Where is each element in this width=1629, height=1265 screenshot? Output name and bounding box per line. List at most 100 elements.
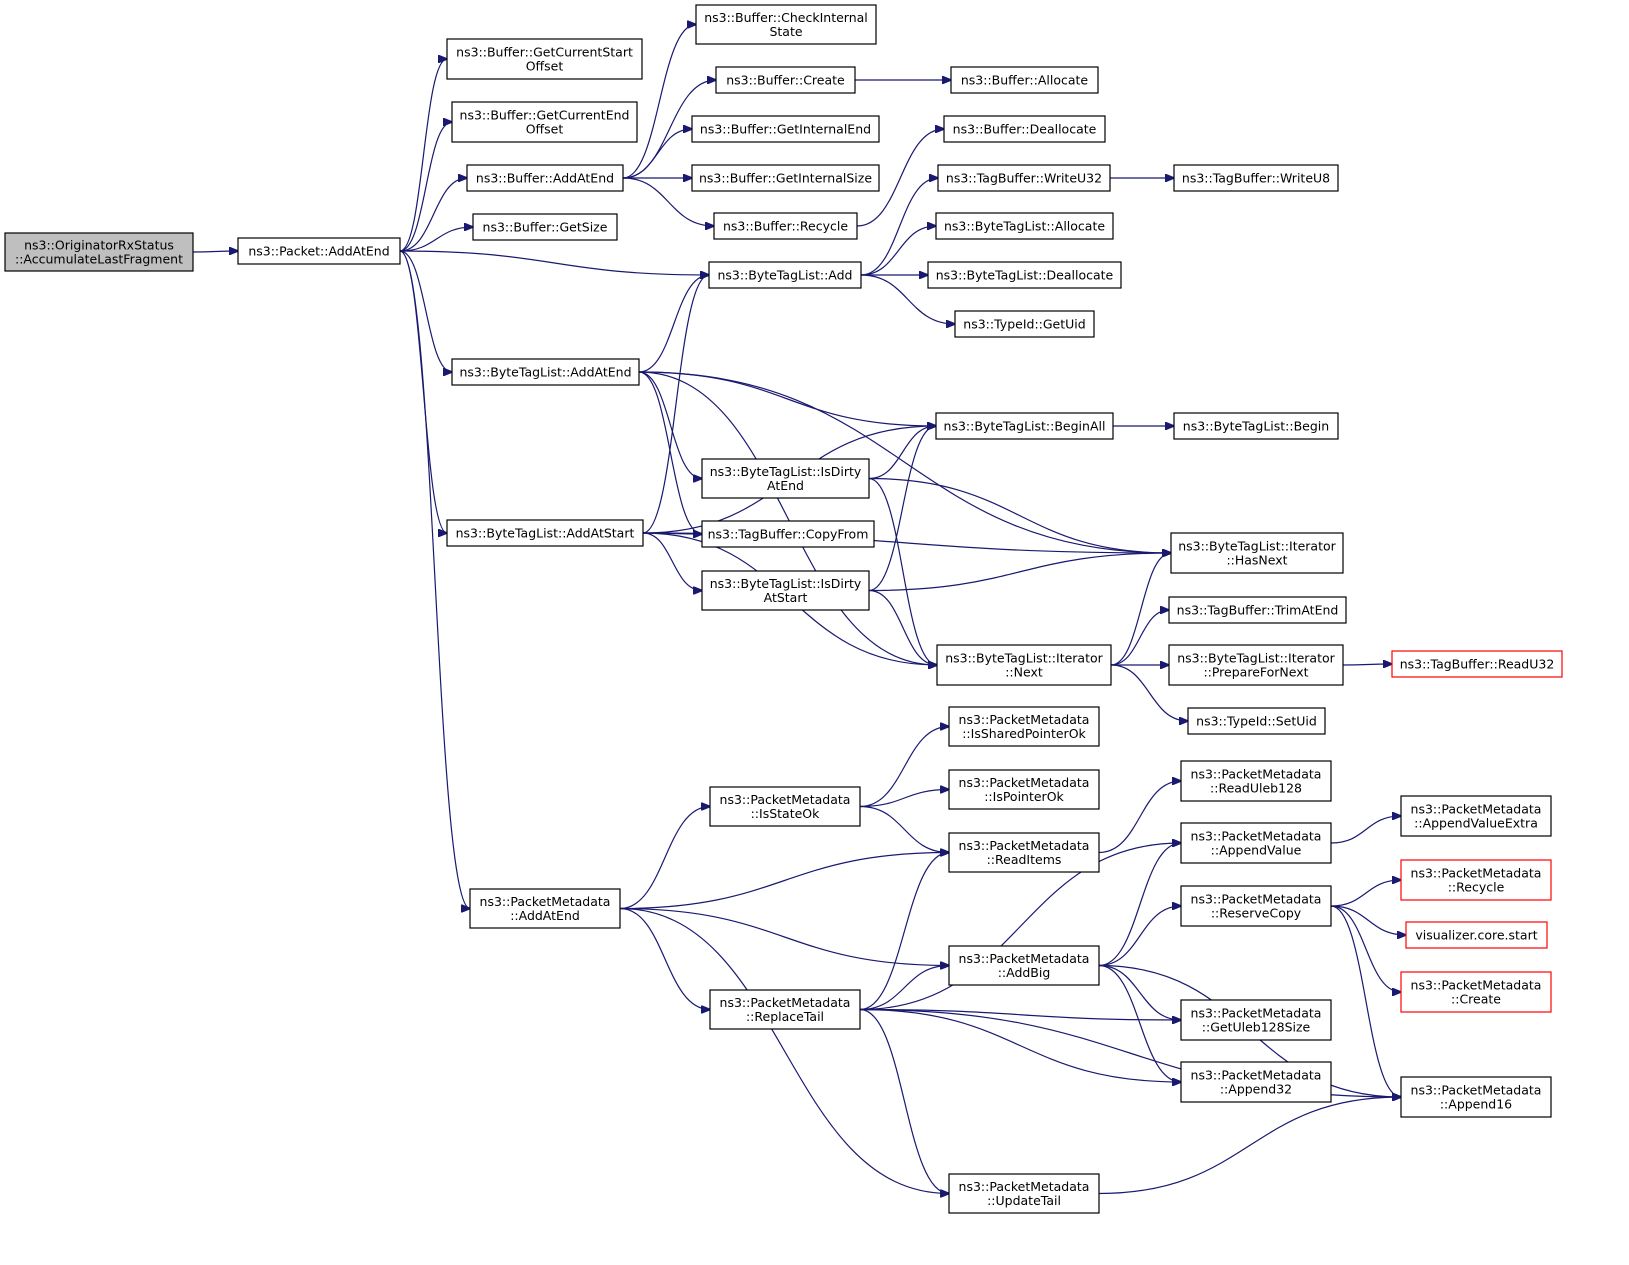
node-pm-readuleb128[interactable]: ns3::PacketMetadata::ReadUleb128 [1180,760,1332,802]
node-typeid-getuid[interactable]: ns3::TypeId::GetUid [954,310,1095,338]
node-pm-ispointerok[interactable]: ns3::PacketMetadata::IsPointerOk [948,769,1100,810]
node-btl-beginall[interactable]: ns3::ByteTagList::BeginAll [935,412,1114,440]
node-pm-recycle[interactable]: ns3::PacketMetadata::Recycle [1400,859,1552,901]
node-pm-updatetail[interactable]: ns3::PacketMetadata::UpdateTail [948,1173,1100,1214]
edge-btl-add-to-btl-allocate [860,226,936,276]
node-tagbuf-copyfrom[interactable]: ns3::TagBuffer::CopyFrom [701,520,875,548]
node-box [691,164,880,192]
node-box [466,164,624,192]
edge-btl-isdirtyatend-to-btli-hasnext [868,477,1171,554]
node-btl-addatstart[interactable]: ns3::ByteTagList::AddAtStart [446,519,644,547]
node-buf-deallocate[interactable]: ns3::Buffer::Deallocate [943,115,1106,143]
node-tagbuf-writeu32[interactable]: ns3::TagBuffer::WriteU32 [937,164,1111,192]
node-btli-preparefornext[interactable]: ns3::ByteTagList::Iterator::PrepareForNe… [1168,644,1344,686]
node-box [1400,1076,1552,1118]
node-btli-next[interactable]: ns3::ByteTagList::Iterator::Next [936,644,1112,686]
node-label: ns3::PacketMetadata [1411,802,1542,817]
node-btl-allocate[interactable]: ns3::ByteTagList::Allocate [935,212,1114,240]
edge-btl-addatend-to-tagbuf-copyfrom [638,371,702,534]
edge-pm-isstateok-to-pm-issharedptrok [859,727,949,808]
node-label: ns3::PacketMetadata [1191,1068,1322,1083]
node-pm-replacetail[interactable]: ns3::PacketMetadata::ReplaceTail [709,989,861,1030]
node-label: Offset [526,122,564,137]
node-btl-addatend[interactable]: ns3::ByteTagList::AddAtEnd [451,358,640,386]
node-buf-recycle[interactable]: ns3::Buffer::Recycle [713,212,858,240]
node-box [1400,971,1552,1013]
node-label: ns3::ByteTagList::BeginAll [944,419,1106,434]
node-typeid-setuid[interactable]: ns3::TypeId::SetUid [1187,707,1326,735]
node-btl-begin[interactable]: ns3::ByteTagList::Begin [1173,412,1339,440]
node-buf-getinternalend[interactable]: ns3::Buffer::GetInternalEnd [691,115,880,143]
node-pm-append32[interactable]: ns3::PacketMetadata::Append32 [1180,1061,1332,1103]
node-box [1180,885,1332,927]
node-label: ns3::ByteTagList::IsDirty [710,464,862,479]
node-pm-getuleb128size[interactable]: ns3::PacketMetadata::GetUleb128Size [1180,999,1332,1041]
node-pm-readitems[interactable]: ns3::PacketMetadata::ReadItems [948,832,1100,873]
node-label: ns3::ByteTagList::Iterator [1177,651,1335,666]
edge-line [1098,1097,1401,1195]
node-box [1173,164,1339,192]
node-label: ns3::Packet::AddAtEnd [248,244,389,259]
edge-pm-reservecopy-to-viz-core-start [1330,905,1406,935]
node-pm-appendvalue[interactable]: ns3::PacketMetadata::AppendValue [1180,822,1332,864]
node-box [948,945,1100,986]
node-root[interactable]: ns3::OriginatorRxStatus::AccumulateLastF… [4,232,194,272]
edge-btli-next-to-typeid-setuid [1110,664,1188,721]
edge-line [399,122,452,252]
node-packet-addatend[interactable]: ns3::Packet::AddAtEnd [237,237,401,265]
edge-line [1330,816,1401,844]
node-tagbuf-readu32[interactable]: ns3::TagBuffer::ReadU32 [1391,650,1563,678]
node-pm-addbig[interactable]: ns3::PacketMetadata::AddBig [948,945,1100,986]
node-pm-issharedptrok[interactable]: ns3::PacketMetadata::IsSharedPointerOk [948,706,1100,747]
edge-line [1098,843,1181,967]
node-buf-getsize[interactable]: ns3::Buffer::GetSize [472,213,618,241]
edge-buf-addatend-to-buf-recycle [622,177,714,226]
node-label: ns3::Buffer::Allocate [961,73,1089,88]
node-label: ns3::ByteTagList::Iterator [1178,539,1336,554]
node-pm-addatend[interactable]: ns3::PacketMetadata::AddAtEnd [469,888,621,929]
edge-line [859,727,949,808]
node-pm-append16[interactable]: ns3::PacketMetadata::Append16 [1400,1076,1552,1118]
edge-packet-addatend-to-buf-getsize [399,227,473,252]
node-tagbuf-writeu8[interactable]: ns3::TagBuffer::WriteU8 [1173,164,1339,192]
node-box [927,261,1122,289]
node-label: State [769,24,802,39]
node-box [1391,650,1563,678]
node-buf-getinternalsize[interactable]: ns3::Buffer::GetInternalSize [691,164,880,192]
node-btl-deallocate[interactable]: ns3::ByteTagList::Deallocate [927,261,1122,289]
node-label: ns3::ByteTagList::Begin [1183,419,1329,434]
node-buf-addatend[interactable]: ns3::Buffer::AddAtEnd [466,164,624,192]
node-pm-appendvalueextra[interactable]: ns3::PacketMetadata::AppendValueExtra [1400,795,1552,837]
edge-line [859,790,949,808]
node-pm-reservecopy[interactable]: ns3::PacketMetadata::ReserveCopy [1180,885,1332,927]
node-buf-allocate[interactable]: ns3::Buffer::Allocate [950,66,1099,94]
edge-line [638,371,1171,553]
node-pm-isstateok[interactable]: ns3::PacketMetadata::IsStateOk [709,786,861,827]
node-pm-create[interactable]: ns3::PacketMetadata::Create [1400,971,1552,1013]
edge-packet-addatend-to-buf-getcurstart [399,59,447,252]
edge-line [1330,905,1406,935]
node-tagbuf-trimatend[interactable]: ns3::TagBuffer::TrimAtEnd [1168,596,1347,624]
edge-btl-add-to-typeid-getuid [860,274,955,324]
edge-line [868,426,936,592]
node-box [4,232,194,272]
node-label: ns3::PacketMetadata [1191,1006,1322,1021]
node-box [948,832,1100,873]
node-label: ::HasNext [1226,553,1287,568]
node-btl-add[interactable]: ns3::ByteTagList::Add [708,261,862,289]
node-buf-create[interactable]: ns3::Buffer::Create [715,66,856,94]
node-box [948,769,1100,810]
node-viz-core-start[interactable]: visualizer.core.start [1405,921,1548,949]
edge-line [1330,880,1401,907]
nodes-layer: ns3::OriginatorRxStatus::AccumulateLastF… [4,4,1563,1214]
node-btli-hasnext[interactable]: ns3::ByteTagList::Iterator::HasNext [1170,532,1344,574]
edge-line [1098,964,1181,1021]
node-label: ns3::ByteTagList::Deallocate [936,268,1114,283]
node-box [472,213,618,241]
edge-pm-addbig-to-pm-append32 [1098,964,1181,1083]
